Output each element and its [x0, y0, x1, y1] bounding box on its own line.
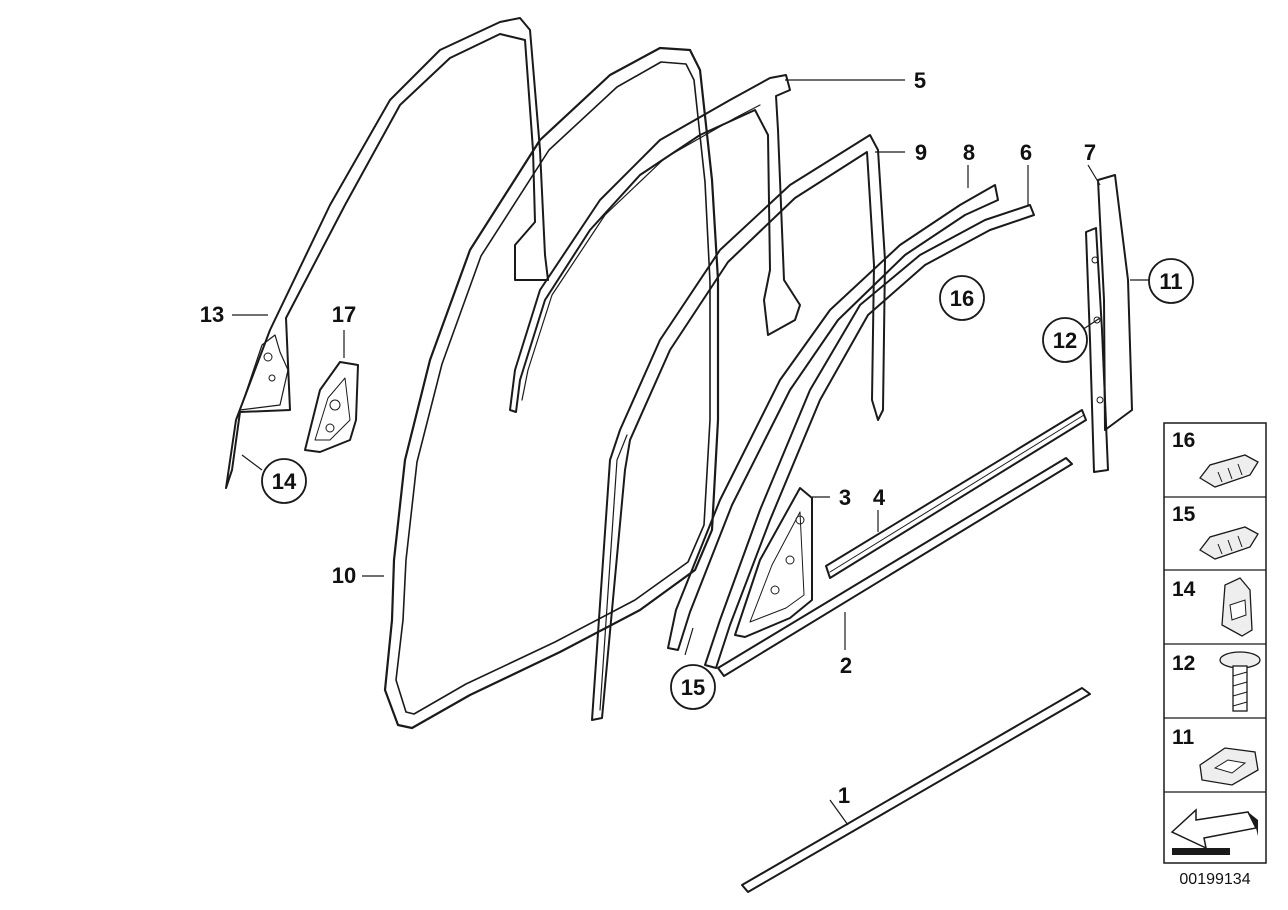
svg-text:15: 15	[681, 675, 705, 700]
svg-text:12: 12	[1053, 328, 1077, 353]
panel-label-11: 11	[1172, 726, 1195, 749]
callout-7: 7	[1084, 140, 1096, 165]
svg-text:14: 14	[272, 469, 297, 494]
part-5-window-channel	[509, 74, 801, 413]
part-6-trim-strip	[704, 204, 1035, 669]
callout-1: 1	[838, 783, 850, 808]
panel-label-12: 12	[1172, 652, 1195, 675]
panel-label-16: 16	[1172, 429, 1195, 452]
callout-3: 3	[839, 485, 851, 510]
part-10-door-seal	[383, 46, 720, 730]
part-1-bottom-strip	[741, 687, 1091, 893]
clip-16-icon	[1199, 454, 1259, 488]
callout-17: 17	[332, 302, 356, 327]
part-7-b-pillar-cover	[1097, 174, 1133, 431]
svg-text:11: 11	[1159, 269, 1182, 294]
leader-lines	[232, 79, 1150, 826]
svg-text:16: 16	[950, 286, 974, 311]
fastener-panel: 16 15 14 12 11	[1163, 422, 1267, 864]
part-13-a-pillar-trim	[225, 17, 549, 489]
callout-9: 9	[915, 140, 927, 165]
callout-2: 2	[840, 653, 852, 678]
callout-6: 6	[1020, 140, 1032, 165]
part-9-window-frame-seal	[591, 134, 886, 721]
part-3-mirror-triangle	[734, 487, 813, 638]
part-2-lower-seal	[717, 457, 1073, 677]
clip-15-icon	[1199, 526, 1259, 560]
reference-number: 00199134	[1179, 871, 1250, 888]
part-12-pillar-bracket	[1085, 227, 1109, 473]
callout-circle-14: 14	[261, 458, 307, 504]
screw-12-icon	[1219, 651, 1261, 712]
callout-circle-11: 11	[1148, 258, 1194, 304]
arrow-icon	[1170, 808, 1258, 855]
callout-circle-15: 15	[670, 664, 716, 710]
part-8-upper-trim-strip	[667, 184, 999, 651]
callout-5: 5	[914, 68, 926, 93]
callout-10: 10	[332, 563, 356, 588]
panel-label-14: 14	[1172, 578, 1196, 601]
callout-8: 8	[963, 140, 975, 165]
callout-4: 4	[873, 485, 886, 510]
clip-14-icon	[1221, 577, 1253, 637]
callout-13: 13	[200, 302, 224, 327]
callout-circle-16: 16	[939, 275, 985, 321]
part-4-window-shaft-strip	[825, 409, 1087, 579]
callout-circle-12: 12	[1042, 317, 1088, 363]
part-17-trim-piece	[304, 361, 359, 453]
panel-label-15: 15	[1172, 503, 1196, 526]
nut-11-icon	[1199, 747, 1259, 786]
